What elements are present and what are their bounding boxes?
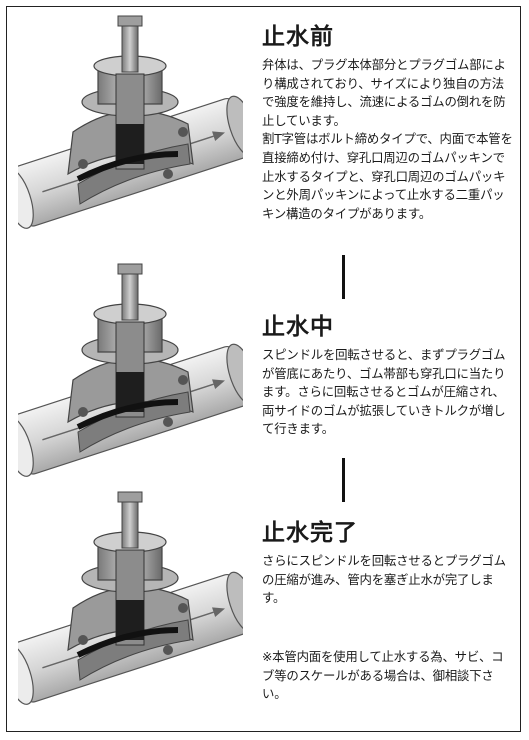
section-paragraph: 割T字管はボルト締めタイプで、内面で本管を直接締め付け、穿孔口周辺のゴムパッキン…: [262, 131, 513, 221]
section-paragraph: さらにスピンドルを回転させるとプラグゴムの圧縮が進み、管内を塞ぎ止水が完了します…: [262, 553, 506, 606]
valve-illustration-during: [18, 262, 243, 482]
section-title: 止水前: [262, 24, 334, 50]
section-during: 止水中 スピンドルを回転させると、まずプラグゴムが管底にあたり、ゴム帯部も穿孔口…: [262, 312, 514, 439]
valve-illustration-before: [18, 14, 243, 234]
section-title: 止水完了: [262, 520, 358, 546]
caution-note: ※本管内面を使用して止水する為、サビ、コブ等のスケールがある場合は、御相談下さい…: [262, 648, 514, 704]
page-frame: [6, 6, 521, 732]
section-complete: 止水完了 さらにスピンドルを回転させるとプラグゴムの圧縮が進み、管内を塞ぎ止水が…: [262, 518, 514, 608]
section-title: 止水中: [262, 314, 334, 340]
note-text: ※本管内面を使用して止水する為、サビ、コブ等のスケールがある場合は、御相談下さい…: [262, 649, 504, 702]
section-before: 止水前 弁体は、プラグ本体部分とプラグゴム部により構成されており、サイズにより独…: [262, 22, 514, 223]
section-divider: [342, 255, 345, 299]
section-paragraph: スピンドルを回転させると、まずプラグゴムが管底にあたり、ゴム帯部も穿孔口に当たり…: [262, 347, 506, 437]
section-paragraph: 弁体は、プラグ本体部分とプラグゴム部により構成されており、サイズにより独自の方法…: [262, 57, 506, 128]
valve-illustration-complete: [18, 485, 243, 715]
section-divider: [342, 458, 345, 502]
